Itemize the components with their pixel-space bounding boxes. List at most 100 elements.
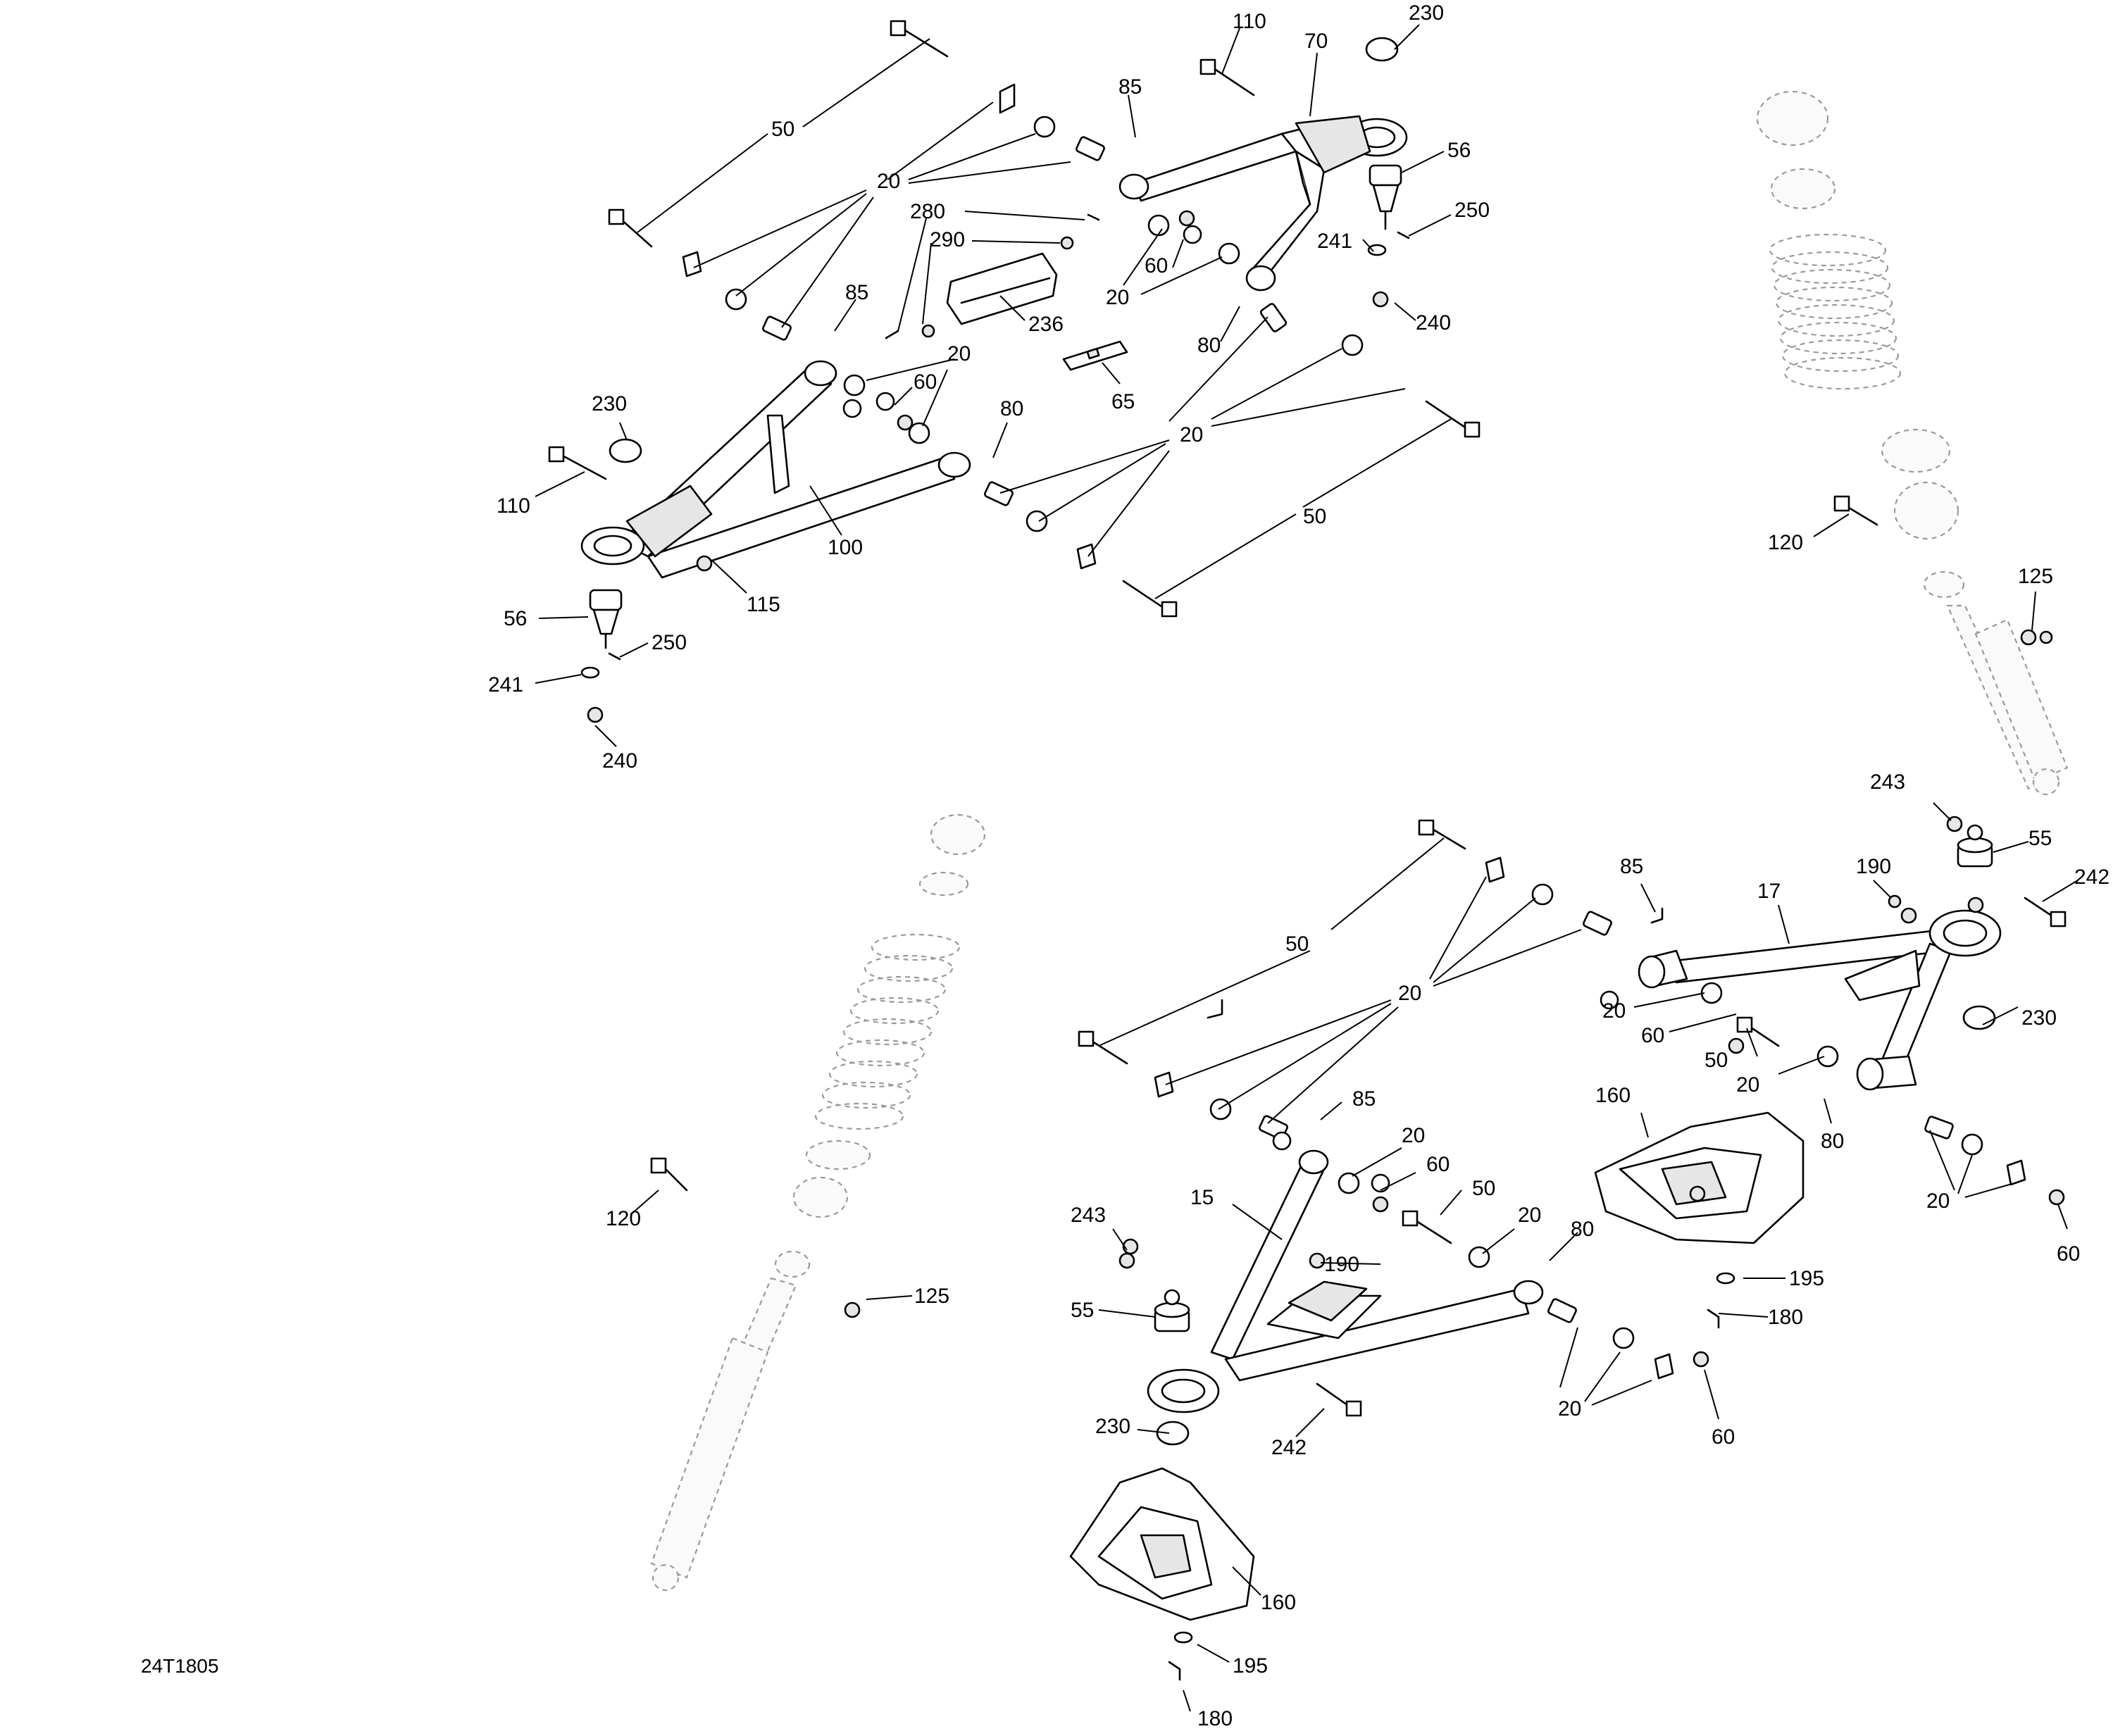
callout-80-right: 80 — [1821, 1130, 1844, 1153]
bolt-50-lower-left — [1078, 1030, 1128, 1065]
callout-195-right: 195 — [1789, 1267, 1824, 1290]
callout-70: 70 — [1304, 30, 1328, 53]
callout-230-left: 230 — [592, 392, 627, 416]
callout-180-left: 180 — [1197, 1707, 1233, 1730]
callout-20-lower-right-a: 20 — [1602, 999, 1626, 1023]
ball-joint-56-left — [589, 589, 623, 649]
callout-50-upper: 50 — [771, 118, 794, 141]
skid-plate-160-right — [1594, 1111, 1805, 1244]
callout-240-upper: 240 — [1416, 311, 1451, 335]
ball-joint-56-right — [1369, 164, 1402, 230]
callout-110-upper: 110 — [1233, 10, 1266, 33]
bolt-50-mid-right — [1425, 400, 1481, 438]
bolt-110-left — [548, 446, 607, 480]
hardware — [580, 37, 2065, 1681]
callout-110-left: 110 — [497, 494, 530, 518]
phantom-spring-assembly-upper-right — [1756, 90, 2069, 796]
bolt-50-left — [608, 208, 653, 248]
reference-code: 24T1805 — [141, 1655, 219, 1677]
callout-50-lower-right: 50 — [1704, 1049, 1728, 1072]
bolt-110-top — [1199, 58, 1255, 96]
plate-65 — [1062, 340, 1128, 371]
bolt-242-right — [2024, 897, 2067, 928]
callout-290: 290 — [930, 228, 965, 251]
callout-20-lower: 20 — [1398, 982, 1421, 1005]
callout-60-left: 60 — [914, 370, 937, 394]
bolt-280 — [1087, 213, 1100, 221]
callout-20-lower-right-b: 20 — [1736, 1073, 1759, 1097]
callout-55-left: 55 — [1071, 1299, 1094, 1322]
callout-242-lower: 242 — [1271, 1436, 1307, 1459]
phantom-spring-assembly-center — [650, 813, 986, 1592]
ball-joint-55-right — [1957, 824, 1993, 868]
bolt-242-left — [1316, 1382, 1362, 1417]
callout-120-left: 120 — [606, 1207, 641, 1230]
callout-50-lower: 50 — [1285, 932, 1309, 956]
callout-250-left: 250 — [652, 631, 687, 654]
callout-20-upper-right: 20 — [1106, 286, 1129, 309]
shock-body-upper-right — [1923, 570, 2069, 796]
callout-125-right: 125 — [2018, 565, 2053, 588]
callout-60-lower-center: 60 — [1712, 1425, 1735, 1449]
lower-a-arm-17 — [1638, 909, 2002, 1091]
callout-190-lower: 190 — [1324, 1253, 1359, 1276]
spring-coils-center — [814, 933, 961, 1130]
callout-120-right: 120 — [1768, 531, 1803, 554]
callout-80-upper: 80 — [1197, 334, 1221, 357]
callout-190-right: 190 — [1856, 855, 1891, 878]
callout-20-lower-mid-b: 20 — [1518, 1204, 1541, 1227]
callout-17: 17 — [1757, 880, 1781, 903]
ball-joint-55-left — [1154, 1289, 1190, 1332]
callout-241-upper: 241 — [1317, 230, 1352, 253]
callout-180-right: 180 — [1768, 1306, 1803, 1329]
callout-85-upper: 85 — [1118, 75, 1142, 99]
callout-20-left: 20 — [947, 342, 971, 366]
callout-56-left: 56 — [504, 607, 527, 630]
callout-280: 280 — [910, 200, 945, 223]
callout-56-upper: 56 — [1447, 139, 1471, 162]
callout-100: 100 — [828, 536, 863, 559]
callout-240-left: 240 — [602, 749, 637, 773]
lower-a-arm-15 — [1147, 1149, 1544, 1413]
bolt-50-top — [890, 20, 949, 58]
bolts — [548, 20, 2067, 1417]
callout-20-lower-mid-a: 20 — [1402, 1124, 1425, 1147]
callout-250-upper: 250 — [1454, 199, 1490, 222]
callout-230-lower-right: 230 — [2021, 1006, 2057, 1030]
callout-160-left: 160 — [1261, 1591, 1296, 1614]
callout-80-mid: 80 — [1000, 397, 1023, 420]
callout-85-lower-mid: 85 — [1352, 1087, 1376, 1111]
spring-coils-upper-right — [1769, 233, 1902, 390]
callout-85-left: 85 — [845, 281, 868, 304]
callout-230-lower-left: 230 — [1095, 1415, 1130, 1438]
bolt-50-lower-mid — [1402, 1210, 1452, 1244]
callout-236: 236 — [1028, 313, 1064, 336]
callout-labels: 50 20 110 70 230 85 56 250 280 290 20 60… — [488, 1, 2109, 1730]
bolt-280b — [885, 330, 899, 339]
callout-125-left: 125 — [914, 1285, 949, 1308]
bolt-50-mid — [1122, 580, 1178, 618]
bracket-236 — [946, 252, 1058, 325]
skid-plate-160-left — [1069, 1467, 1255, 1621]
callout-55-right: 55 — [2028, 827, 2052, 850]
shock-body-center — [650, 1250, 811, 1592]
callout-20-lower-center: 20 — [1558, 1397, 1581, 1420]
callout-20-upper: 20 — [877, 170, 900, 193]
callout-20-mid: 20 — [1180, 423, 1203, 447]
callout-160-right: 160 — [1595, 1084, 1631, 1107]
bolt-50-lower-right — [1736, 1016, 1780, 1047]
callout-60-far-right: 60 — [2057, 1242, 2080, 1266]
bolt-120-right — [1833, 495, 1878, 526]
callout-65: 65 — [1111, 390, 1135, 413]
upper-a-arm-70 — [1118, 115, 1408, 292]
bolt-120-left — [650, 1157, 688, 1192]
callout-50-lower-mid: 50 — [1472, 1177, 1495, 1200]
callout-243-left: 243 — [1071, 1204, 1106, 1227]
callout-15: 15 — [1190, 1186, 1214, 1209]
callout-20-far-right: 20 — [1926, 1189, 1950, 1213]
callout-80-lower: 80 — [1571, 1218, 1594, 1241]
callout-60-upper-right: 60 — [1145, 254, 1168, 277]
upper-a-arm-100 — [580, 360, 971, 579]
